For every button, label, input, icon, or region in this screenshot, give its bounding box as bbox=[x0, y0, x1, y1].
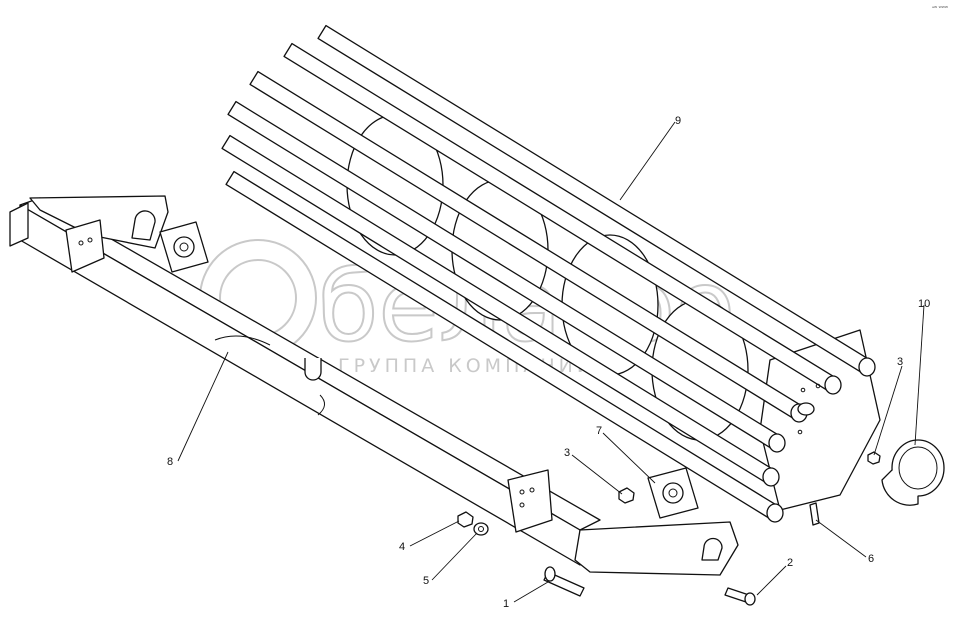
bracket-hole bbox=[519, 502, 525, 508]
callout-10: 10 bbox=[918, 298, 930, 310]
callout-6: 6 bbox=[868, 553, 874, 565]
bearing-housing-right bbox=[647, 467, 699, 519]
roller-cage bbox=[221, 24, 881, 523]
right-arm-plate bbox=[574, 521, 739, 576]
roller-tube-end bbox=[766, 503, 784, 523]
callout-2: 2 bbox=[787, 557, 793, 569]
cap-ring-side bbox=[881, 469, 919, 506]
bracket-hole bbox=[78, 240, 84, 246]
plate-bolt-hole bbox=[815, 383, 821, 389]
callout-3-right: 3 bbox=[897, 356, 903, 368]
roller-tube-end bbox=[858, 357, 876, 377]
callout-4: 4 bbox=[399, 541, 405, 553]
bracket-hole bbox=[529, 487, 535, 493]
frame-beam bbox=[9, 195, 739, 576]
callout-3-left: 3 bbox=[564, 447, 570, 459]
bolt-1 bbox=[543, 566, 585, 597]
bearing-hub bbox=[173, 236, 195, 258]
roller-shaft-end bbox=[797, 402, 815, 416]
leader-lines bbox=[177, 121, 925, 603]
washer-5-hole bbox=[478, 526, 484, 532]
corner-mark: ᵃᵂ ᵂᵂᵂ bbox=[932, 6, 949, 12]
bearing-housing-left bbox=[159, 221, 209, 273]
callout-5: 5 bbox=[423, 575, 429, 587]
pin-6 bbox=[809, 502, 820, 526]
right-bracket bbox=[507, 469, 553, 533]
plate-bolt-hole bbox=[800, 387, 806, 393]
bearing-bore bbox=[668, 488, 678, 498]
bearing-hub bbox=[662, 482, 684, 504]
cap-ring-10 bbox=[881, 439, 945, 506]
beam-end-cap bbox=[9, 202, 29, 247]
roller-tube-end bbox=[824, 375, 842, 395]
plate-bolt-hole bbox=[797, 429, 803, 435]
roller-tube-end bbox=[762, 467, 780, 487]
washer-5 bbox=[473, 522, 489, 536]
beam-weld-seam bbox=[317, 394, 325, 416]
beam-weld-seam bbox=[214, 335, 271, 346]
callout-labels: 1 2 3 3 4 5 6 7 8 9 10 bbox=[167, 115, 930, 610]
callout-1: 1 bbox=[503, 598, 509, 610]
bolt-head bbox=[744, 592, 756, 606]
cap-ring-inner bbox=[898, 446, 938, 490]
u-bolt bbox=[304, 358, 322, 381]
bearing-bore bbox=[179, 242, 189, 252]
bolt-2 bbox=[724, 587, 756, 606]
bracket-hole bbox=[87, 237, 93, 243]
callout-8: 8 bbox=[167, 456, 173, 468]
right-arm-slot bbox=[701, 537, 723, 561]
callout-9: 9 bbox=[675, 115, 681, 127]
callout-7: 7 bbox=[596, 425, 602, 437]
bracket-hole bbox=[519, 489, 525, 495]
roller-tube-end bbox=[768, 433, 786, 453]
nut-3-right bbox=[867, 451, 881, 465]
left-arm-slot bbox=[131, 210, 156, 241]
nut-4 bbox=[457, 511, 474, 528]
left-bracket bbox=[65, 219, 105, 273]
bolt-head bbox=[544, 566, 556, 582]
nut-3-left bbox=[618, 487, 635, 504]
